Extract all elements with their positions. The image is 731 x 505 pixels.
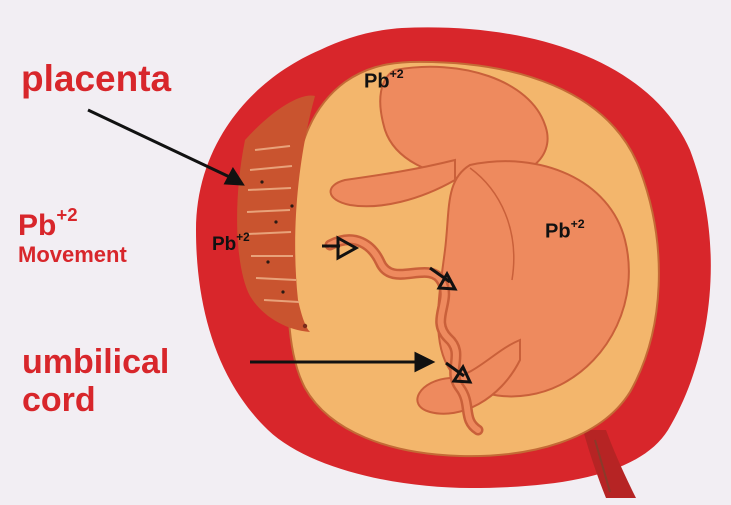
ion-placenta-charge: +2 (236, 231, 249, 244)
cord-label-line1: umbilical (22, 343, 169, 381)
ion-label-body: Pb+2 (545, 218, 585, 241)
cord-label-line2: cord (22, 381, 169, 419)
ion-placenta-symbol: Pb (212, 234, 236, 255)
placenta-label: placenta (21, 60, 171, 97)
pb-movement-label: Pb+2 Movement (18, 205, 127, 267)
movement-ion-charge: +2 (56, 204, 77, 225)
ion-body-charge: +2 (571, 217, 585, 231)
movement-ion-symbol: Pb (18, 209, 56, 242)
ion-label-head: Pb+2 (364, 68, 404, 91)
movement-label-text: Movement (18, 243, 127, 266)
ion-head-symbol: Pb (364, 70, 390, 92)
ion-label-placenta: Pb+2 (212, 232, 250, 254)
ion-body-symbol: Pb (545, 220, 571, 242)
umbilical-cord-label: umbilical cord (22, 343, 169, 419)
placenta-label-text: placenta (21, 58, 171, 99)
ion-head-charge: +2 (390, 67, 404, 81)
